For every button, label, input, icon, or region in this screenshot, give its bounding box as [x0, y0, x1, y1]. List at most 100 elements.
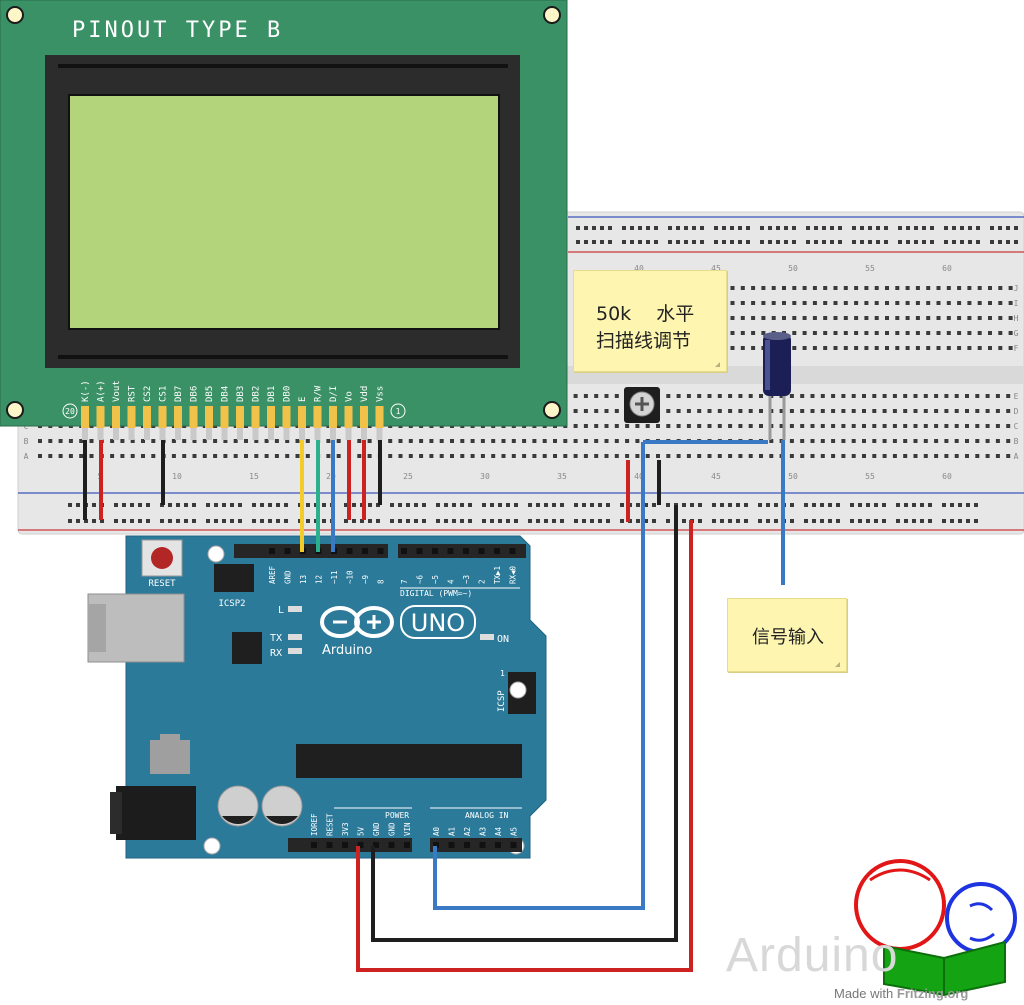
lcd-pin [96, 406, 105, 428]
col-number-bottom: 45 [711, 472, 721, 481]
col-number-bottom: 35 [557, 472, 567, 481]
header-pin-label: GND [388, 822, 397, 836]
row-letter: D [1014, 407, 1019, 416]
row-letter: I [1014, 299, 1019, 308]
header-pin-label: 3V3 [341, 822, 350, 836]
atmega-chip [296, 744, 522, 778]
arduino-brand-text: Arduino [322, 643, 372, 658]
header-pin-label: GND [372, 822, 381, 836]
header-pin-label: 5V [357, 826, 366, 836]
wire-a0-wiper [433, 442, 645, 910]
digital-header-right [398, 544, 526, 558]
header-pin-label: A5 [510, 827, 519, 836]
lcd-pin20-marker: 20 [65, 407, 75, 416]
led-tx-label: TX [270, 633, 282, 644]
icsp-pin1-label: 1 [500, 669, 505, 678]
row-letter: B [24, 437, 29, 446]
col-number-bottom: 10 [172, 472, 182, 481]
header-pin-label: 8 [377, 579, 386, 584]
lcd-pin [205, 406, 213, 428]
reset-button[interactable] [141, 539, 183, 577]
row-letter: A [1014, 452, 1019, 461]
header-pin-label: IOREF [310, 813, 319, 836]
lcd-pin [298, 406, 306, 428]
analog-header [430, 838, 522, 852]
lcd-pin [360, 406, 368, 428]
col-number-top: 55 [865, 264, 875, 273]
lcd-pin [329, 406, 337, 428]
digital-header-left [234, 544, 388, 558]
lcd-pin-label: DB4 [221, 386, 231, 402]
col-number-bottom: 30 [480, 472, 490, 481]
header-pin-label: 13 [299, 575, 308, 584]
row-letter: F [1014, 344, 1019, 353]
lcd-pin [282, 406, 291, 428]
breadboard-holes [38, 226, 1018, 523]
header-pin-label: TX▶1 [493, 566, 502, 584]
header-pin-label: RX◀0 [509, 565, 518, 584]
col-number-bottom: 15 [249, 472, 259, 481]
lcd-pin-label: DB6 [190, 386, 200, 402]
lcd-pin-label: DB3 [236, 386, 246, 402]
col-number-top: 40 [634, 264, 644, 273]
col-number-bottom: 60 [942, 472, 952, 481]
note-pot-line1: 50k 水平 [596, 303, 695, 325]
header-pin-label: A3 [479, 827, 488, 836]
lcd-pin-label: D/I [329, 386, 339, 402]
header-pin-label: GND [284, 570, 293, 584]
col-number-top: 50 [788, 264, 798, 273]
note-pot-line2: 扫描线调节 [596, 330, 692, 352]
header-pin-label: ~10 [346, 570, 355, 584]
lcd-pin1-marker: 1 [396, 407, 401, 416]
lcd-pin [158, 406, 167, 428]
row-letter: J [1014, 284, 1019, 293]
header-pin-label: ~5 [431, 575, 440, 584]
analog-label: ANALOG IN [465, 811, 509, 820]
lcd-screen [68, 94, 500, 330]
lcd-pin-label: RST [128, 385, 138, 402]
power-header [288, 838, 412, 852]
col-number-bottom: 50 [788, 472, 798, 481]
reset-label: RESET [148, 579, 176, 589]
lcd-pin [143, 406, 151, 428]
wires [83, 440, 785, 972]
row-letter: E [1014, 392, 1019, 401]
note-signal-input: 信号输入 [727, 598, 847, 672]
led-l-label: L [278, 605, 284, 616]
lcd-pin-label: A(+) [97, 380, 107, 402]
arduino-mascot-logo-icon [854, 859, 1017, 997]
header-pin-label: 2 [478, 579, 487, 584]
lcd-pin [189, 406, 198, 428]
digital-label: DIGITAL (PWM=~) [400, 589, 472, 598]
col-number-bottom: 55 [865, 472, 875, 481]
header-pin-label: A4 [494, 826, 503, 836]
row-letter: C [1014, 422, 1019, 431]
header-pin-label: A2 [463, 827, 472, 836]
lcd-title: PINOUT TYPE B [72, 18, 283, 43]
lcd-pin-label: DB5 [205, 386, 215, 402]
header-pin-label: ~6 [416, 574, 425, 584]
lcd-pin [236, 406, 244, 428]
lcd-pin [174, 406, 182, 428]
lcd-pin [375, 406, 384, 428]
icsp2-label: ICSP2 [218, 599, 245, 609]
col-number-top: 60 [942, 264, 952, 273]
header-pin-label: A0 [432, 826, 441, 836]
row-letter: A [24, 452, 29, 461]
lcd-pin-label: DB2 [252, 386, 262, 402]
made-with-text: Made with [834, 986, 894, 1001]
led-on-label: ON [497, 634, 509, 645]
col-number-bottom: 40 [634, 472, 644, 481]
potentiometer [624, 387, 660, 423]
header-pin-label: ~9 [361, 575, 370, 584]
wire-gnd-rail [371, 505, 678, 942]
row-letter: H [1014, 314, 1019, 323]
icsp-label: ICSP [497, 690, 507, 712]
col-number-top: 45 [711, 264, 721, 273]
lcd-pin-label: DB0 [283, 386, 293, 402]
col-number-bottom: 25 [403, 472, 413, 481]
